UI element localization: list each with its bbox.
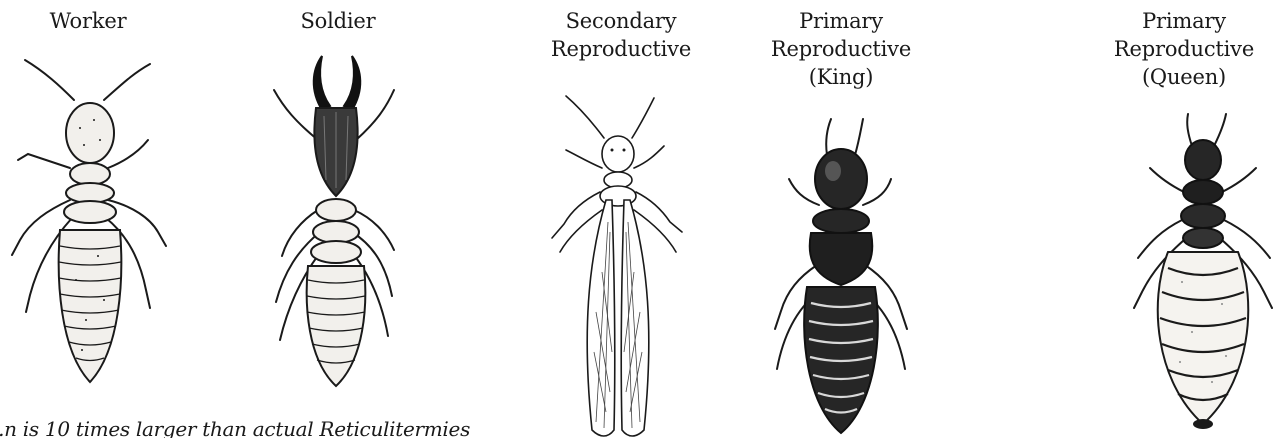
caste-label-soldier: Soldier	[253, 7, 423, 35]
soldier-termite-illustration	[246, 50, 426, 395]
caste-label-king: Primary Reproductive (King)	[756, 7, 926, 91]
worker-termite-illustration	[0, 50, 180, 405]
caste-label-secondary-reproductive: Secondary Reproductive	[536, 7, 706, 63]
winged-secondary-reproductive-termite-illustration	[536, 92, 706, 437]
queen-termite-illustration	[1122, 112, 1286, 438]
king-termite-illustration	[745, 115, 935, 438]
scale-footnote: ...n is 10 times larger than actual Reti…	[0, 416, 470, 438]
caste-label-queen: Primary Reproductive (Queen)	[1099, 7, 1269, 91]
caste-label-worker: Worker	[3, 7, 173, 35]
